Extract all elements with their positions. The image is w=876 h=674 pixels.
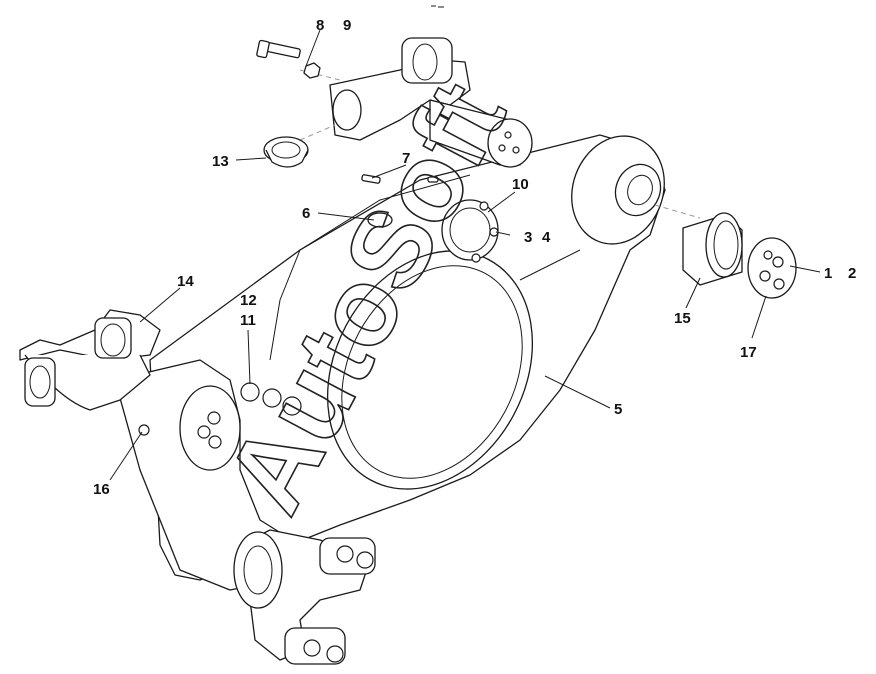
callout-14: 14 [177, 273, 194, 290]
callout-3: 3 [524, 229, 532, 246]
bottom-yoke [233, 529, 376, 665]
swing-arm-housing [149, 134, 666, 581]
callout-labels: 8 9 13 7 10 6 3 4 1 2 14 12 11 15 17 5 1… [93, 17, 856, 498]
bolt-8 [256, 39, 301, 59]
callout-1: 1 [824, 265, 832, 282]
callout-9: 9 [343, 17, 351, 34]
callout-10: 10 [512, 176, 529, 193]
callout-11: 11 [240, 312, 256, 329]
callout-8: 8 [316, 17, 324, 34]
bushing-13 [263, 136, 309, 168]
callout-12: 12 [240, 292, 257, 309]
bolt-group-11-12 [240, 382, 302, 416]
callout-6: 6 [302, 205, 310, 222]
top-mark [431, 5, 444, 8]
callout-15: 15 [674, 310, 691, 327]
bushing-15 [682, 212, 743, 286]
left-yoke [19, 309, 161, 411]
cover-3-4 [441, 199, 499, 263]
callout-7: 7 [402, 150, 410, 167]
callout-5: 5 [614, 401, 622, 418]
nut-9 [303, 62, 321, 79]
callout-4: 4 [542, 229, 551, 246]
cap-17 [747, 237, 797, 299]
leader-lines [109, 29, 821, 481]
callout-17: 17 [740, 344, 757, 361]
upper-yoke-shaft [299, 37, 533, 168]
callout-16: 16 [93, 481, 110, 498]
callout-2: 2 [848, 265, 856, 282]
callout-13: 13 [212, 153, 229, 170]
plug-6 [367, 212, 393, 228]
